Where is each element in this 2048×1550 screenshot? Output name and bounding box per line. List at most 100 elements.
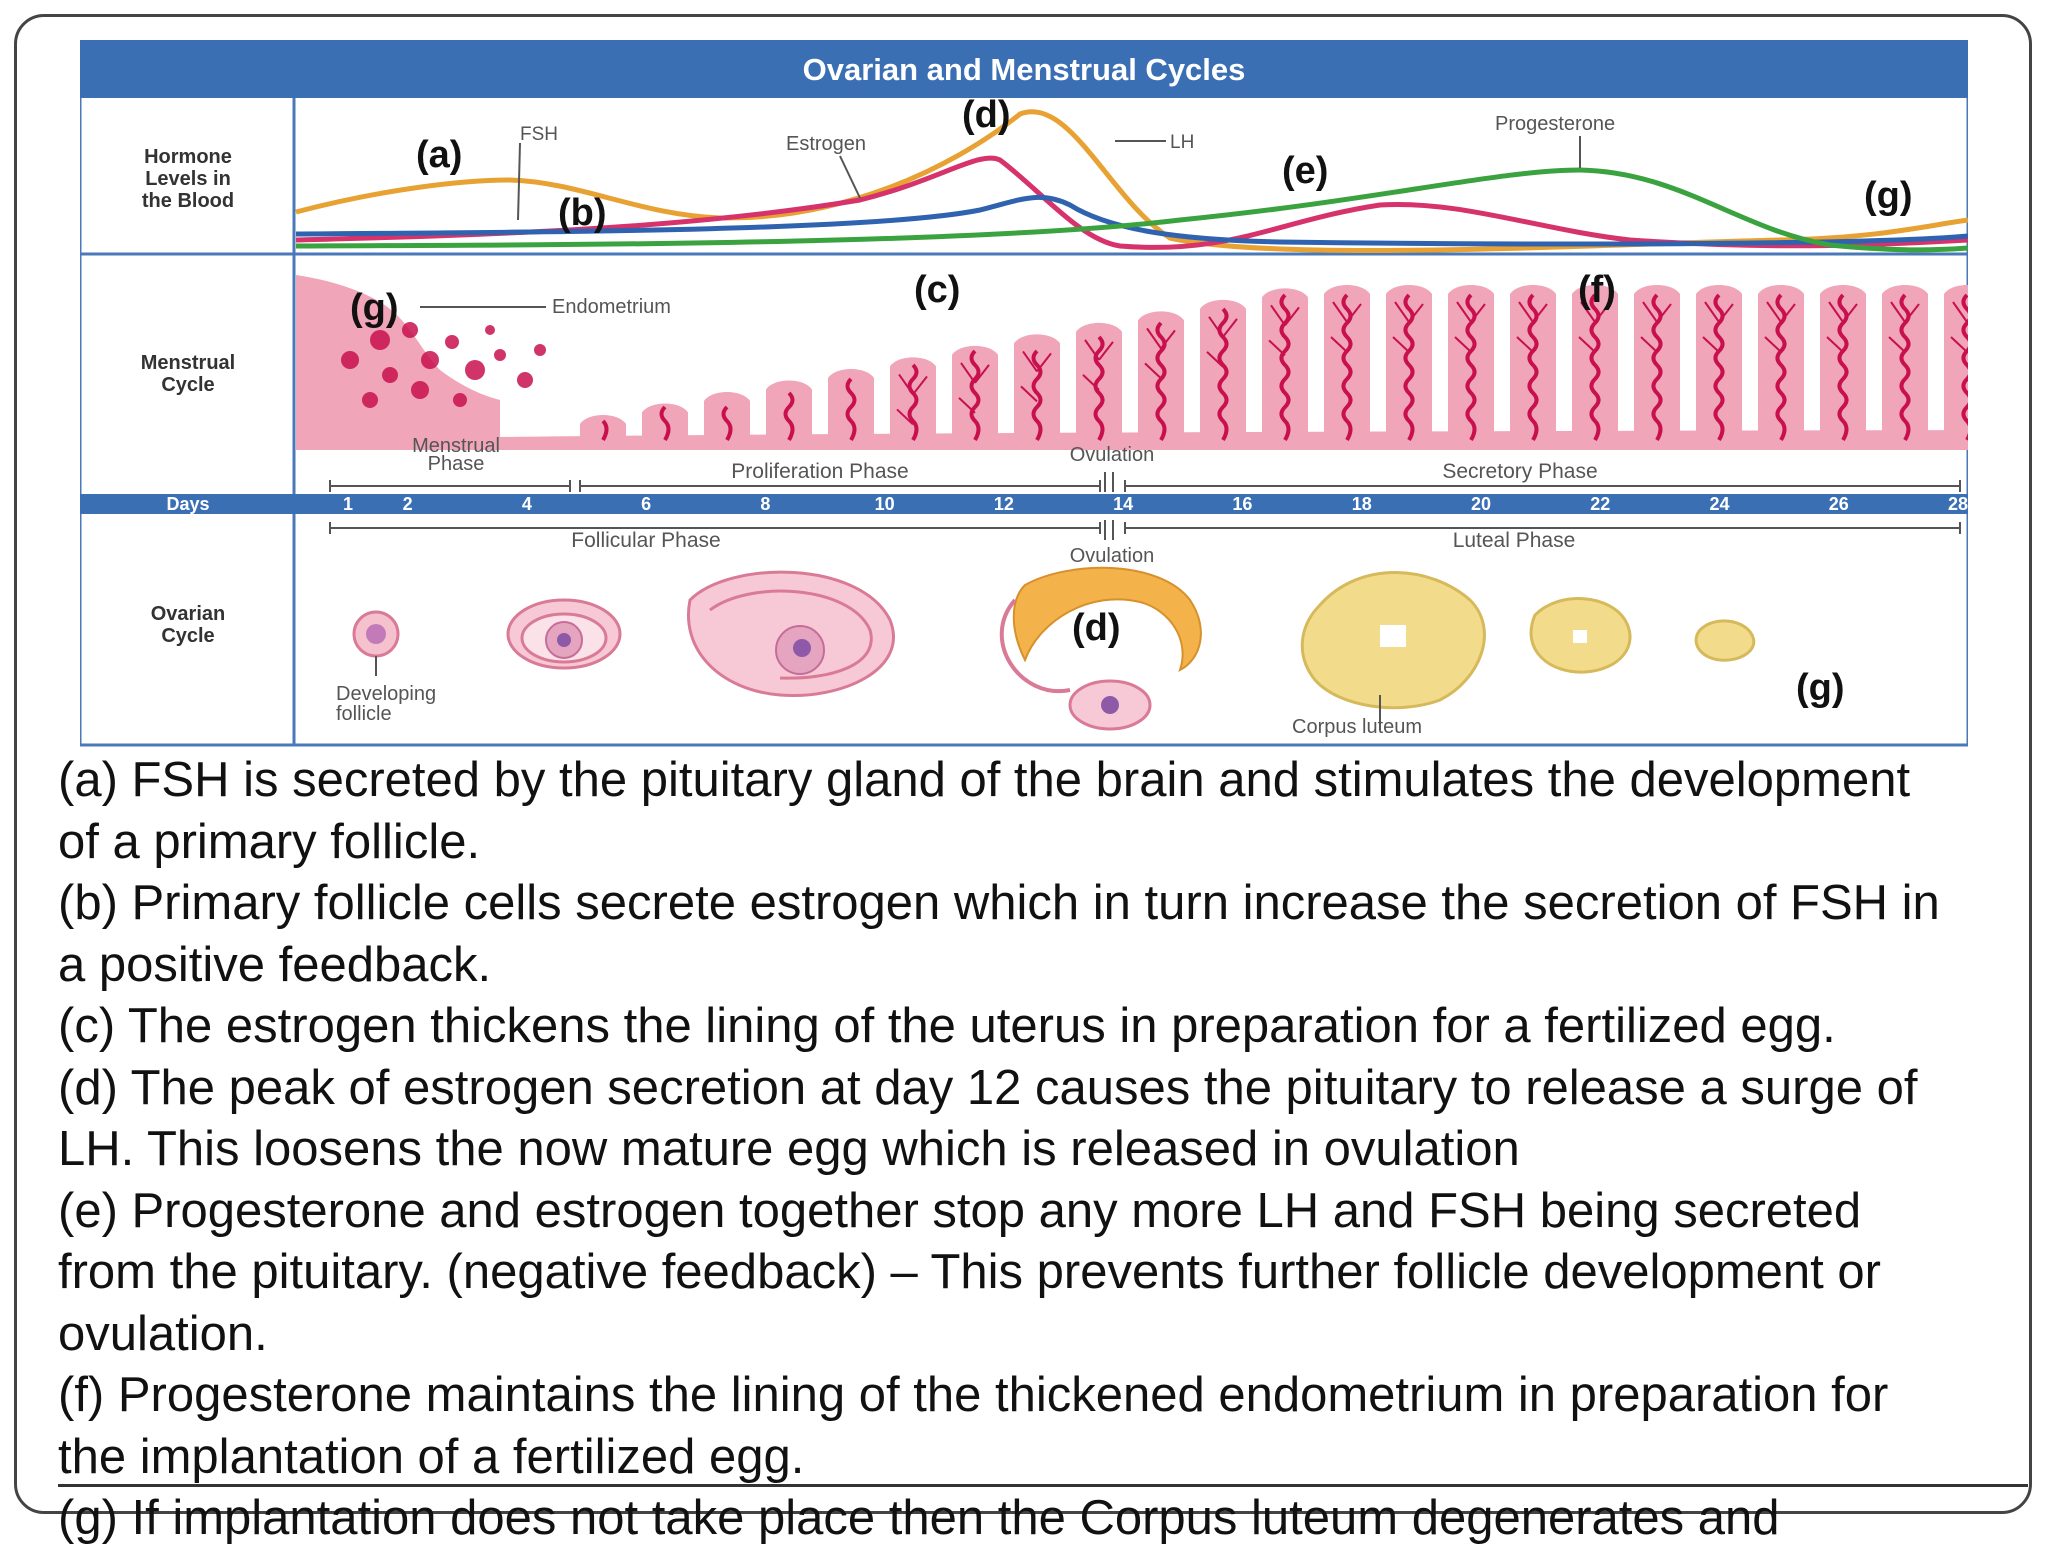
endometrium-column <box>580 415 626 440</box>
corpus-luteum-medium <box>1529 597 1632 674</box>
frame-bottom-edge <box>58 1484 2028 1487</box>
label-endometrium: Endometrium <box>552 296 671 318</box>
tissue-fragment <box>445 335 459 349</box>
marker-g-top: (g) <box>1864 175 1913 217</box>
endometrium-column <box>890 357 936 440</box>
day-label: 8 <box>760 494 770 514</box>
day-label: 10 <box>875 494 895 514</box>
developing-follicle-3 <box>687 570 895 698</box>
phase-secretory: Secretory Phase <box>1442 460 1597 483</box>
caption-line: of a primary follicle. <box>58 814 481 869</box>
day-label: 4 <box>522 494 532 514</box>
label-corpus-luteum: Corpus luteum <box>1292 716 1422 738</box>
vessel-branch <box>1206 316 1238 368</box>
blood-vessel <box>601 419 609 442</box>
corpus-luteum-large <box>1300 571 1486 710</box>
vessel-branch <box>958 362 990 414</box>
pointer-estrogen <box>839 155 861 199</box>
tissue-fragment <box>382 367 398 383</box>
caption-line-cutoff: (g) If implantation does not take place … <box>58 1484 2028 1550</box>
lh-curve <box>295 194 1968 247</box>
developing-follicle-1 <box>352 610 400 658</box>
label-line: follicle <box>336 703 392 725</box>
markers: (a) (b) (c) (d) (e) (f) (g) (g) (d) (g) <box>350 94 1913 709</box>
blood-vessel <box>1031 349 1043 442</box>
vessel-branch <box>1888 301 1920 353</box>
row-label-days: Days <box>166 494 209 514</box>
label-line: Phase <box>428 453 485 475</box>
tissue-fragment <box>534 344 546 356</box>
blood-vessel <box>721 405 733 442</box>
endometrium-illustration <box>296 275 1968 450</box>
vessel-branch <box>1950 301 1968 353</box>
vessel-branch <box>1020 350 1052 403</box>
vessel-branch <box>1144 327 1176 380</box>
day-label: 1 <box>343 494 353 514</box>
caption-line: (f) Progesterone maintains the lining of… <box>58 1368 1889 1422</box>
marker-a: (a) <box>416 134 462 176</box>
estrogen-curve <box>295 155 1968 250</box>
endometrium-column <box>1200 299 1246 440</box>
caption-line: (c) The estrogen thickens the lining of … <box>58 999 1836 1053</box>
progesterone-curve <box>295 167 1968 253</box>
day-label: 6 <box>641 494 651 514</box>
tissue-fragment <box>494 349 506 361</box>
day-label: 22 <box>1590 494 1610 514</box>
endometrium-column <box>704 391 750 440</box>
blood-vessel <box>1217 307 1229 442</box>
label-line: Levels in <box>145 168 231 190</box>
ovulating-follicle <box>999 566 1202 731</box>
day-label: 28 <box>1948 494 1968 514</box>
label-line: Cycle <box>161 625 214 647</box>
caption-line: LH. This loosens the now mature egg whic… <box>58 1122 1520 1176</box>
phase-ovulation-top: Ovulation <box>1070 444 1155 466</box>
vessel-branch <box>1516 301 1548 353</box>
caption-line: the implantation of a fertilized egg. <box>58 1429 805 1484</box>
tissue-fragment <box>370 330 390 350</box>
day-label: 14 <box>1113 494 1133 514</box>
marker-d-top: (d) <box>962 94 1011 136</box>
day-label: 12 <box>994 494 1014 514</box>
label-line: Menstrual <box>412 435 500 457</box>
shedding-tissue <box>296 275 500 440</box>
label-line: Menstrual <box>141 352 235 374</box>
marker-c: (c) <box>914 269 960 311</box>
title-bar <box>80 40 1968 98</box>
phase-proliferation: Proliferation Phase <box>731 460 908 483</box>
caption-line: from the pituitary. (negative feedback) … <box>58 1245 1881 1299</box>
phase-ovulation-bottom: Ovulation <box>1070 545 1155 567</box>
phase-luteal: Luteal Phase <box>1453 529 1576 552</box>
blood-vessel <box>969 349 981 442</box>
corpus-luteum-small <box>1694 619 1756 662</box>
label-line: Cycle <box>161 374 214 396</box>
marker-g-mid: (g) <box>350 287 399 329</box>
caption-line: (d) The peak of estrogen secretion at da… <box>58 1060 1918 1115</box>
endometrium-column <box>1138 311 1184 440</box>
caption-line: (b) Primary follicle cells secrete estro… <box>58 876 1940 930</box>
day-label: 18 <box>1352 494 1372 514</box>
day-label: 24 <box>1709 494 1729 514</box>
days-bar <box>80 494 1968 514</box>
vessel-branch <box>1330 301 1362 353</box>
tissue-fragment <box>402 322 418 338</box>
vessel-branch <box>1702 301 1734 353</box>
phase-follicular: Follicular Phase <box>571 529 720 552</box>
vessel-branch <box>1826 301 1858 353</box>
vessel-branch <box>1454 301 1486 353</box>
caption-line: ovulation. <box>58 1306 268 1361</box>
tissue-fragment <box>411 381 429 399</box>
caption-block: (a) FSH is secreted by the pituitary gla… <box>58 750 2028 1550</box>
blood-vessel <box>845 377 857 442</box>
caption-line: (a) FSH is secreted by the pituitary gla… <box>58 753 1911 807</box>
blood-vessel <box>659 405 671 442</box>
developing-follicle-2 <box>506 598 622 670</box>
label-progesterone: Progesterone <box>1495 113 1615 135</box>
vessel-branch <box>1392 301 1424 353</box>
label-lh: LH <box>1170 132 1194 153</box>
tissue-fragment <box>485 325 495 335</box>
